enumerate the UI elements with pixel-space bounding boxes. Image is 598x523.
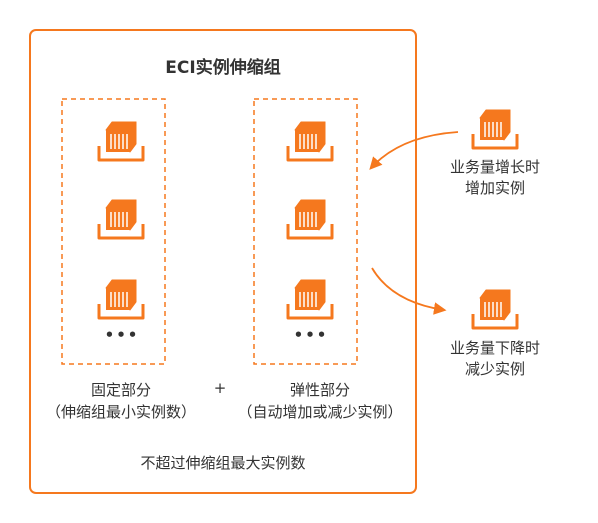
fixed-part-note: （伸缩组最小实例数） (45, 403, 196, 421)
plus-sign: + (213, 379, 227, 397)
container-box-icon (97, 120, 145, 162)
scale-in-arrow (371, 267, 447, 315)
container-box-icon (97, 278, 145, 320)
scaling-group-frame (29, 29, 417, 494)
fixed-part-frame (61, 98, 166, 365)
scale-out-line1: 业务量增长时 (449, 158, 540, 176)
container-box-icon (97, 198, 145, 240)
elastic-part-note: （自动增加或减少实例） (237, 403, 403, 421)
container-box-icon (286, 198, 334, 240)
diagram-title: ECI实例伸缩组 (165, 58, 281, 78)
container-box-icon (471, 288, 519, 330)
scale-out-arrow (369, 131, 459, 170)
scale-out-line2: 增加实例 (464, 179, 525, 197)
container-box-icon (286, 120, 334, 162)
elastic-part-label: 弹性部分 (289, 381, 350, 399)
fixed-part-label: 固定部分 (90, 381, 151, 399)
max-instances-note: 不超过伸缩组最大实例数 (140, 454, 306, 472)
container-box-icon (286, 278, 334, 320)
scale-in-line2: 减少实例 (464, 360, 525, 378)
elastic-part-ellipsis: ••• (293, 326, 329, 344)
scale-in-line1: 业务量下降时 (449, 339, 540, 357)
fixed-part-ellipsis: ••• (104, 326, 140, 344)
container-box-icon (471, 108, 519, 150)
elastic-part-frame (253, 98, 358, 365)
